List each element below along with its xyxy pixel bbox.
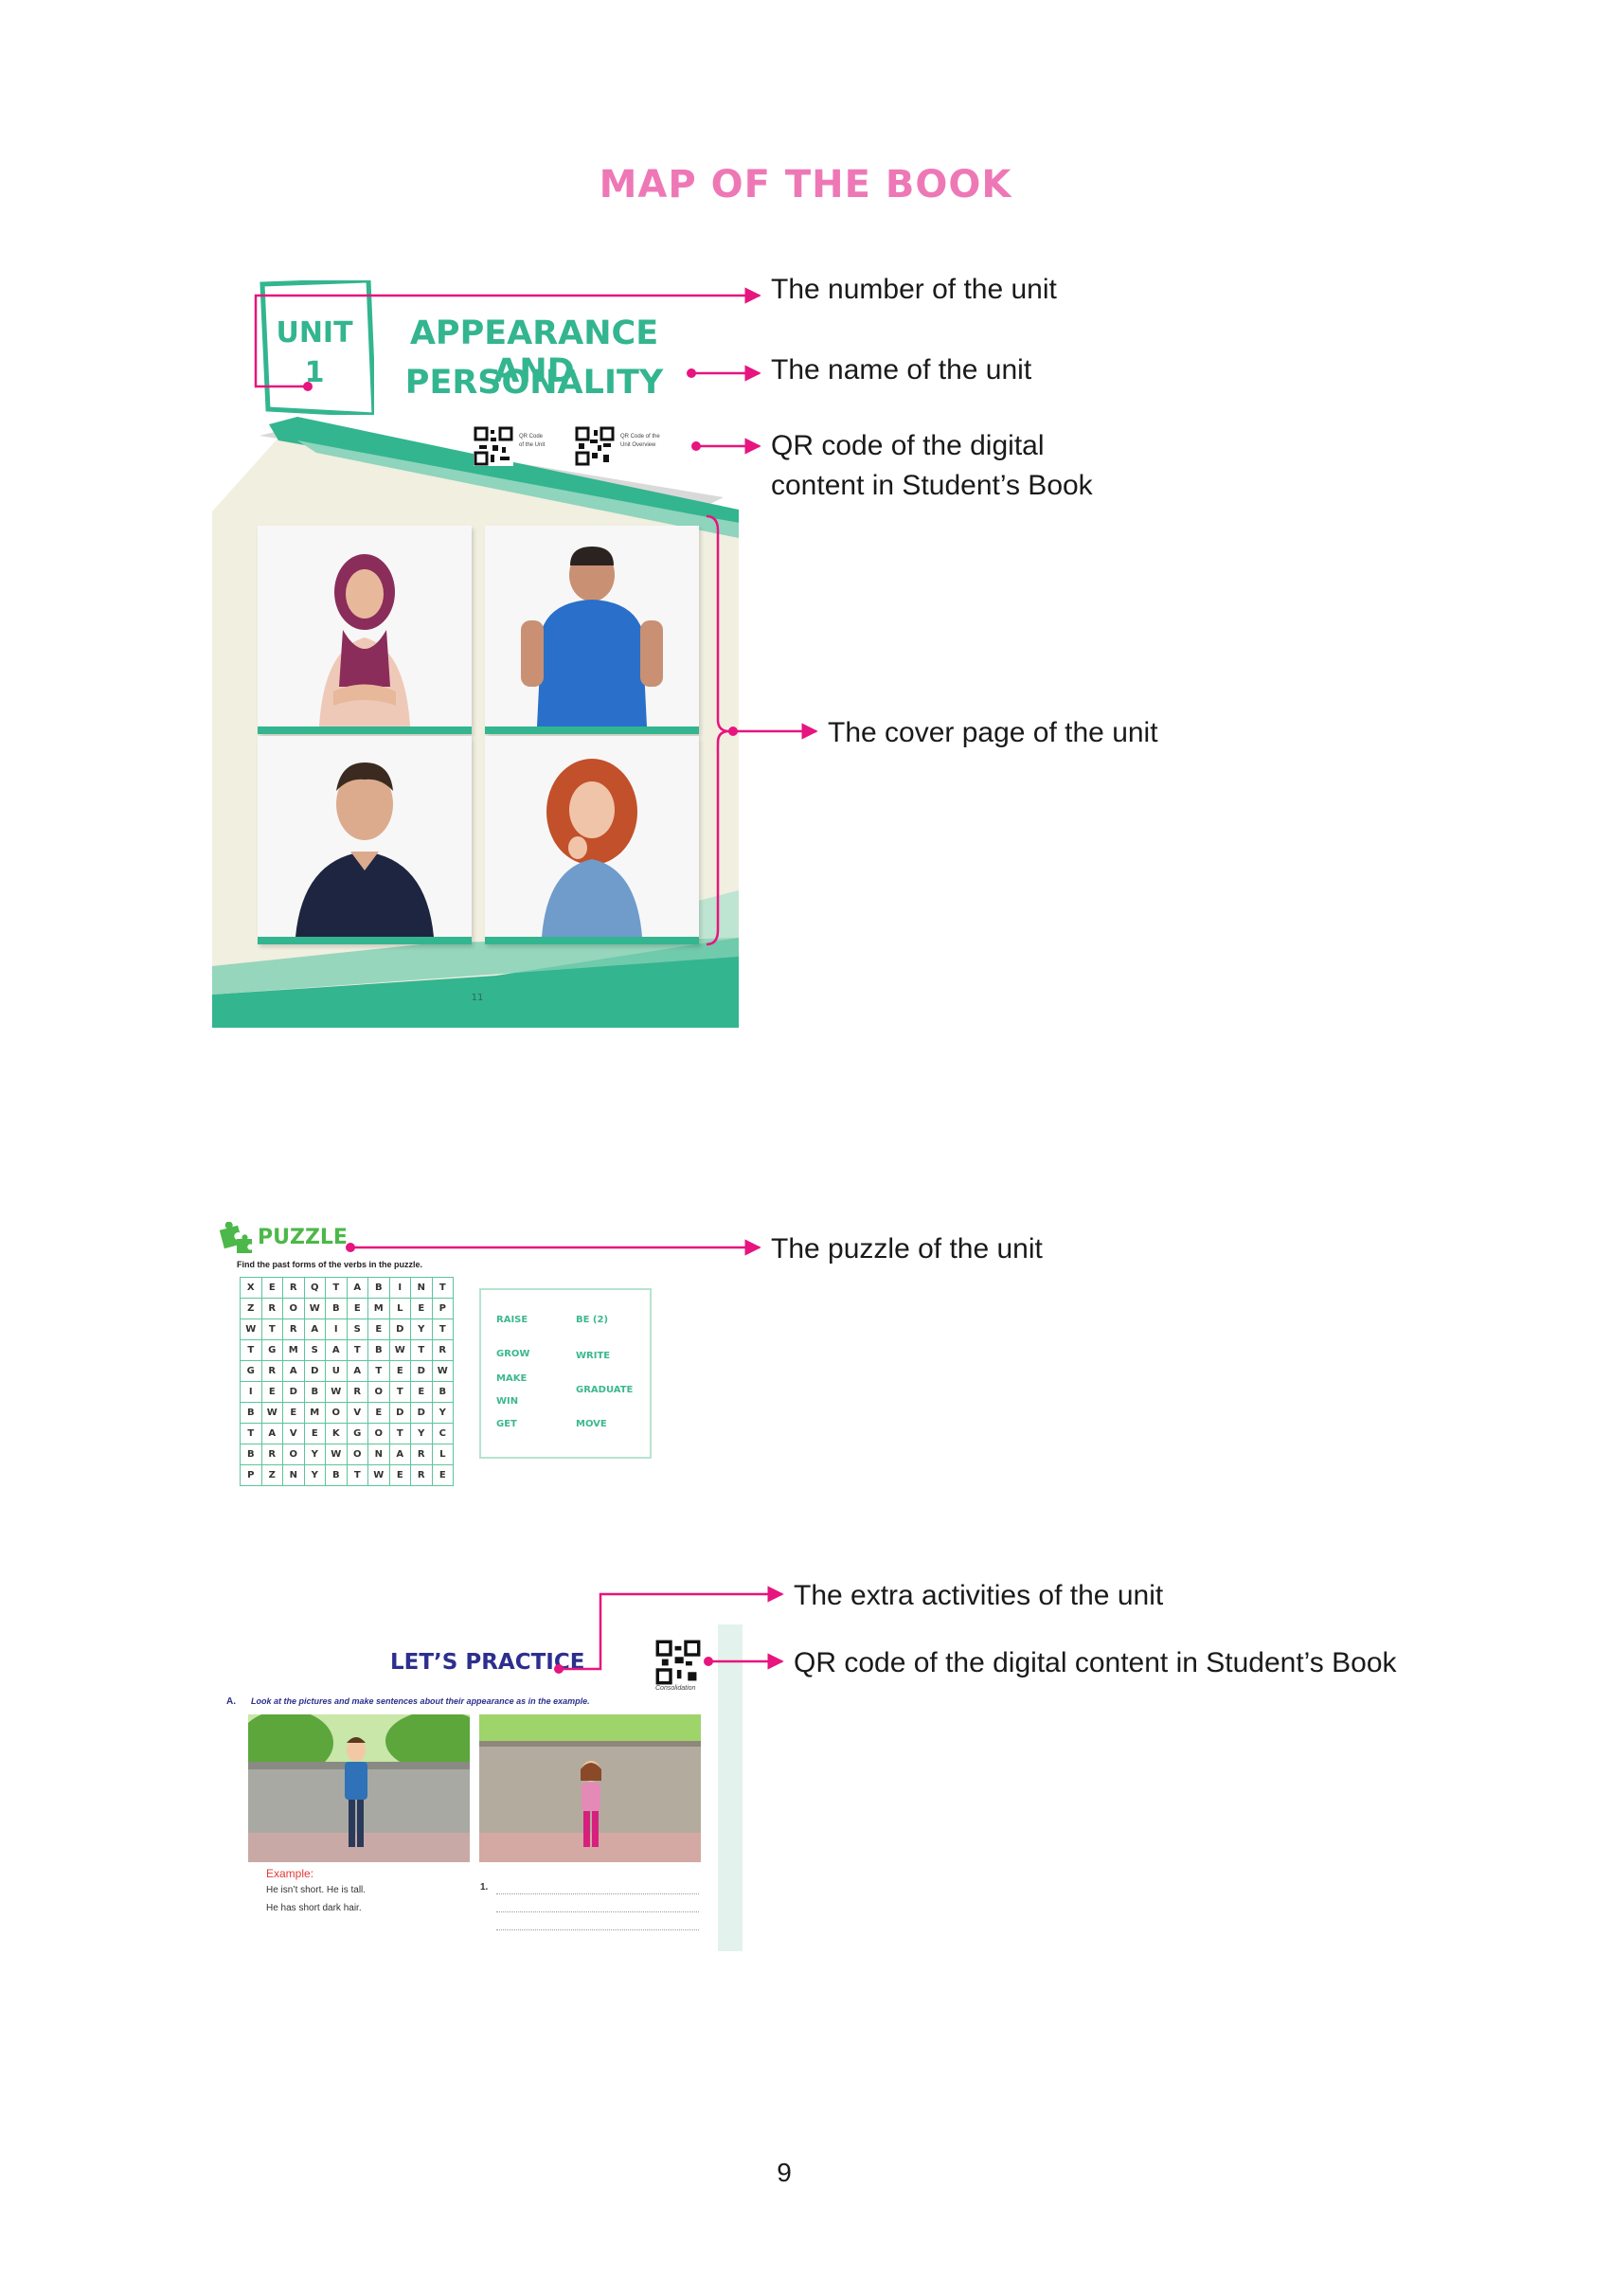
page-title: MAP OF THE BOOK — [599, 163, 1012, 206]
qr1-label-line1: QR Code — [519, 434, 544, 439]
practice-item-number: 1. — [480, 1882, 489, 1892]
answer-line-2[interactable] — [496, 1911, 699, 1912]
practice-example-label: Example: — [266, 1867, 314, 1880]
practice-instruction-letter: A. — [226, 1696, 236, 1707]
annotation-extra-activities: The extra activities of the unit — [794, 1580, 1164, 1611]
annotation-qr-practice: QR code of the digital content in Studen… — [794, 1647, 1397, 1678]
annotation-unit-number: The number of the unit — [771, 274, 1057, 305]
practice-picture-girl — [479, 1714, 701, 1862]
word-win: WIN — [496, 1396, 519, 1407]
unit-number-box: UNIT 1 — [255, 280, 374, 415]
qr1-label-line2: of the Unit — [519, 442, 546, 448]
puzzle-grid-cell[interactable]: E — [388, 1464, 411, 1486]
qr2-label-line1: QR Code of the — [620, 434, 660, 439]
word-make: MAKE — [496, 1373, 528, 1384]
practice-example-line2: He has short dark hair. — [266, 1903, 362, 1913]
word-write: WRITE — [576, 1351, 611, 1361]
practice-picture-boy — [248, 1714, 470, 1862]
unit-number: 1 — [304, 356, 325, 389]
cover-photo-young-man — [258, 736, 472, 944]
unit-name-line1: APPEARANCE AND — [409, 314, 659, 390]
word-move: MOVE — [576, 1419, 607, 1429]
unit-label: UNIT — [276, 316, 353, 350]
puzzle-heading: PUZZLE — [258, 1226, 348, 1249]
annotation-cover-page: The cover page of the unit — [828, 717, 1158, 748]
qr-code-overview — [575, 426, 615, 471]
annotation-unit-name: The name of the unit — [771, 354, 1032, 386]
unit-cover-mockup: UNIT 1 APPEARANCE AND PERSONALITY QR Cod… — [212, 275, 743, 1028]
qr-code-icon — [655, 1640, 701, 1685]
qr-code-icon — [474, 426, 513, 466]
footer-page-number: 9 — [777, 2158, 792, 2187]
practice-heading: LET’S PRACTICE — [390, 1650, 585, 1675]
puzzle-grid-cell[interactable]: W — [367, 1464, 390, 1486]
unit-name-line2: PERSONALITY — [404, 364, 664, 402]
qr2-label-line2: Unit Overview — [620, 442, 656, 448]
puzzle-mockup: PUZZLE Find the past forms of the verbs … — [216, 1222, 661, 1506]
word-graduate: GRADUATE — [576, 1385, 634, 1395]
cover-photo-heavy-man — [485, 526, 699, 734]
word-grow: GROW — [496, 1349, 530, 1359]
answer-line-1[interactable] — [496, 1893, 699, 1894]
practice-mockup: LET’S PRACTICE Consolidation A. Look at … — [218, 1624, 748, 1956]
practice-qr-code — [655, 1640, 701, 1690]
puzzle-piece-icon — [219, 1222, 252, 1253]
word-raise: RAISE — [496, 1315, 528, 1325]
word-be: BE (2) — [576, 1315, 609, 1325]
word-get: GET — [496, 1419, 517, 1429]
cover-photo-woman-hijab — [258, 526, 472, 734]
annotation-qr-line1: QR code of the digital — [771, 430, 1045, 461]
practice-instruction: Look at the pictures and make sentences … — [251, 1696, 590, 1706]
puzzle-grid-cell[interactable]: E — [431, 1464, 454, 1486]
qr-code-icon — [575, 426, 615, 466]
puzzle-word-box: RAISE GROW MAKE WIN GET BE (2) WRITE GRA… — [479, 1288, 652, 1459]
practice-side-strip — [718, 1624, 743, 1951]
cover-page-number: 11 — [471, 993, 484, 1003]
answer-line-3[interactable] — [496, 1929, 699, 1930]
practice-qr-label: Consolidation — [655, 1685, 696, 1692]
cover-photo-redhead-woman — [485, 736, 699, 944]
qr-code-unit — [474, 426, 513, 471]
puzzle-grid-cell[interactable]: B — [325, 1464, 348, 1486]
annotation-qr-line2: content in Student’s Book — [771, 470, 1093, 501]
puzzle-instruction: Find the past forms of the verbs in the … — [237, 1260, 423, 1269]
annotation-puzzle: The puzzle of the unit — [771, 1233, 1043, 1265]
practice-example-line1: He isn’t short. He is tall. — [266, 1885, 367, 1895]
